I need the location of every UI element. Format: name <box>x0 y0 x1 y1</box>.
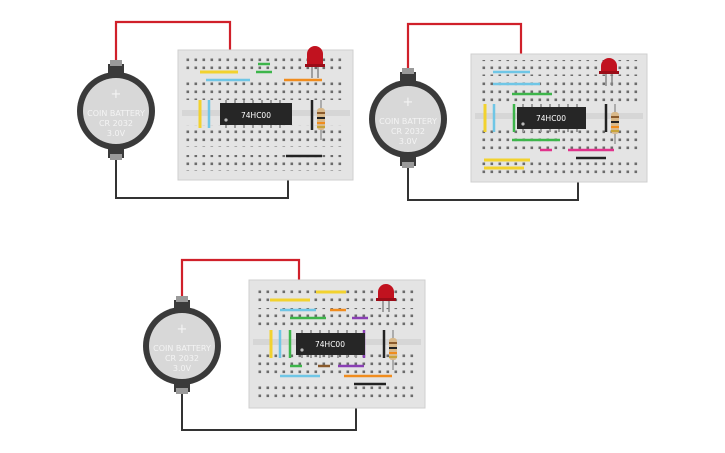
circuit-1: 74HC00 + COIN BATTERY <box>77 20 354 199</box>
battery-label-line1: COIN BATTERY <box>153 344 211 353</box>
battery-label-line1: COIN BATTERY <box>379 117 437 126</box>
positive-wire[interactable] <box>180 258 301 302</box>
battery-plus: + <box>177 322 188 337</box>
resistor[interactable] <box>611 104 619 144</box>
chip-label: 74HC00 <box>315 340 345 349</box>
negative-wire[interactable] <box>407 166 579 201</box>
resistor[interactable] <box>317 100 325 140</box>
battery-plus: + <box>111 87 122 102</box>
chip-label: 74HC00 <box>241 111 271 120</box>
led[interactable] <box>305 46 325 78</box>
jumper-wires <box>198 62 322 158</box>
battery-label-line1: COIN BATTERY <box>87 109 145 118</box>
ic-chip[interactable]: 74HC00 <box>220 100 292 128</box>
led[interactable] <box>376 284 396 312</box>
ic-chip[interactable]: 74HC00 <box>296 330 365 358</box>
led[interactable] <box>599 58 619 86</box>
battery-label-line3: 3.0V <box>107 129 126 138</box>
jumper-wires <box>483 70 614 170</box>
positive-wire[interactable] <box>114 20 232 66</box>
battery-label-line2: CR 2032 <box>391 127 425 136</box>
ic-chip[interactable]: 74HC00 <box>517 104 586 132</box>
positive-wire[interactable] <box>406 22 523 74</box>
chip-label: 74HC00 <box>536 114 566 123</box>
battery-label-line2: CR 2032 <box>165 354 199 363</box>
battery-label-line2: CR 2032 <box>99 119 133 128</box>
circuit-2: 74HC00 + COIN BATTERY CR 2032 3 <box>369 22 648 201</box>
battery-plus: + <box>403 95 414 110</box>
battery-label-line3: 3.0V <box>173 364 192 373</box>
coin-battery[interactable]: + COIN BATTERY CR 2032 3.0V <box>77 60 155 160</box>
coin-battery[interactable]: + COIN BATTERY CR 2032 3.0V <box>369 68 447 168</box>
battery-label-line3: 3.0V <box>399 137 418 146</box>
negative-wire[interactable] <box>181 392 357 431</box>
circuit-3: 74HC00 + COIN BATTERY CR 2032 3 <box>143 258 426 431</box>
coin-battery[interactable]: + COIN BATTERY CR 2032 3.0V <box>143 296 221 394</box>
resistor[interactable] <box>389 330 397 370</box>
